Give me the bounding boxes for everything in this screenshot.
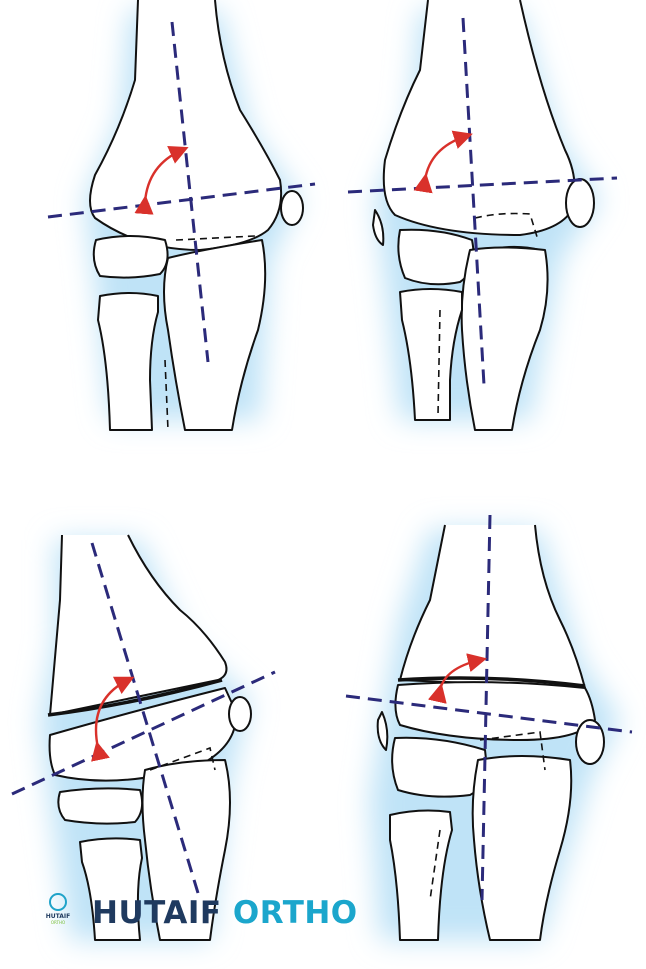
- radial-head: [57, 787, 144, 825]
- distal-fragment: [394, 681, 596, 741]
- ulna: [163, 239, 267, 431]
- radial-head: [92, 235, 169, 279]
- epicondyle: [565, 178, 595, 228]
- radius: [389, 809, 453, 941]
- brand-logo: HUTAIF ORTHO: [40, 893, 76, 933]
- epicondyle: [280, 190, 304, 226]
- radius: [399, 288, 463, 421]
- figure-icon: [49, 893, 67, 911]
- humerus: [399, 524, 586, 689]
- humerus: [89, 0, 283, 251]
- radial-head: [391, 736, 487, 798]
- logo-text: HUTAIF: [45, 913, 71, 920]
- ulna: [460, 246, 549, 431]
- humerus: [49, 534, 228, 716]
- epicondyle: [575, 719, 605, 765]
- radius: [97, 292, 159, 431]
- brand-part1: HUTAIF: [92, 895, 222, 931]
- panel-bottom-left: [11, 534, 276, 941]
- logo-subtext: ORTHO: [50, 920, 66, 925]
- medial-fragment: [372, 209, 385, 246]
- panel-top-left: [47, 0, 316, 431]
- panel-bottom-right: [345, 514, 633, 941]
- medial-fragment: [376, 711, 389, 751]
- epicondyle: [228, 696, 252, 732]
- radial-head: [397, 228, 475, 286]
- watermark: HUTAIF ORTHO HUTAIF ORTHO: [40, 893, 358, 933]
- brand-part2: ORTHO: [232, 895, 358, 931]
- humerus: [382, 0, 576, 236]
- brand-name: HUTAIF ORTHO: [92, 895, 358, 931]
- panel-top-right: [347, 0, 618, 431]
- ulna: [471, 755, 573, 941]
- radius: [79, 837, 143, 941]
